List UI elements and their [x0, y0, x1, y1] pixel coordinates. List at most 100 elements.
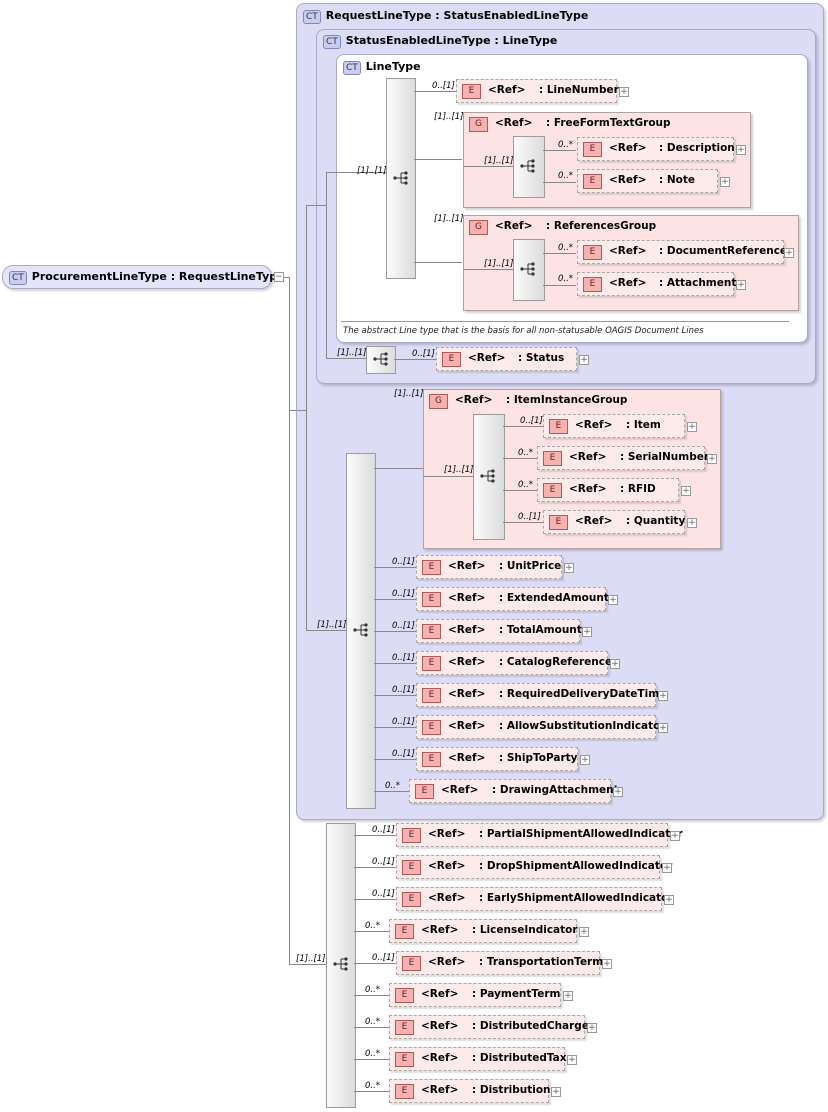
element-icon: E	[462, 84, 481, 99]
expand-icon[interactable]: +	[681, 486, 691, 496]
expand-icon[interactable]: +	[610, 659, 620, 669]
cardinality-label: 0..[1]	[392, 717, 415, 727]
element-name: : Quantity	[626, 515, 686, 527]
group-name: : ReferencesGroup	[546, 220, 657, 232]
element-line-number[interactable]: E <Ref> : LineNumber	[456, 79, 619, 103]
element-row[interactable]: E<Ref>: DistributedTax	[389, 1047, 567, 1071]
element-row[interactable]: E<Ref>: Distribution	[389, 1079, 551, 1103]
element-row[interactable]: E<Ref>: ExtendedAmount	[416, 587, 609, 611]
element-row[interactable]: E<Ref>: UnitPrice	[416, 555, 562, 579]
element-status[interactable]: E <Ref> : Status	[436, 347, 577, 371]
complex-type-icon: CT	[303, 10, 321, 24]
expand-icon[interactable]: +	[664, 895, 674, 905]
element-name: : Item	[626, 419, 661, 431]
expand-icon[interactable]: +	[579, 355, 589, 365]
expand-icon[interactable]: +	[579, 927, 589, 937]
element-row[interactable]: E<Ref>: ShipToParty	[416, 747, 578, 771]
element-row[interactable]: E<Ref>: CatalogReference	[416, 651, 612, 675]
expand-icon[interactable]: +	[613, 787, 623, 797]
element-item[interactable]: E <Ref> : Item	[543, 414, 685, 438]
element-row[interactable]: E<Ref>: TransportationTerm	[396, 951, 603, 975]
ref-label: <Ref>	[428, 892, 466, 904]
expand-icon[interactable]: +	[564, 563, 574, 573]
element-row[interactable]: E<Ref>: AllowSubstitutionIndicator	[416, 715, 666, 739]
element-document-reference[interactable]: E <Ref> : DocumentReference	[577, 240, 788, 264]
expand-icon[interactable]: +	[619, 87, 629, 97]
element-name: : TotalAmount	[499, 624, 582, 636]
complex-type-icon: CT	[343, 61, 361, 75]
element-icon: E	[415, 784, 434, 799]
ref-label: <Ref>	[428, 860, 466, 872]
collapse-icon[interactable]: −	[274, 272, 284, 282]
element-rfid[interactable]: E <Ref> : RFID	[537, 478, 679, 502]
element-icon: E	[395, 924, 414, 939]
expand-icon[interactable]: +	[587, 1023, 597, 1033]
expand-icon[interactable]: +	[687, 518, 697, 528]
ref-label: <Ref>	[421, 1052, 459, 1064]
complex-type-icon: CT	[9, 271, 27, 285]
element-note[interactable]: E <Ref> : Note	[577, 169, 718, 193]
expand-icon[interactable]: +	[720, 177, 730, 187]
expand-icon[interactable]: +	[658, 723, 668, 733]
ref-label: <Ref>	[428, 956, 466, 968]
ref-label: <Ref>	[428, 828, 466, 840]
expand-icon[interactable]: +	[602, 959, 612, 969]
element-icon: E	[422, 656, 441, 671]
element-row[interactable]: E<Ref>: DrawingAttachment	[409, 779, 619, 803]
element-quantity[interactable]: E <Ref> : Quantity	[543, 510, 685, 534]
expand-icon[interactable]: +	[736, 145, 746, 155]
element-row[interactable]: E<Ref>: DistributedCharge	[389, 1015, 589, 1039]
element-icon: E	[395, 1020, 414, 1035]
item-instance-sequence-compositor[interactable]	[473, 414, 505, 540]
element-name: : Description	[659, 142, 735, 154]
element-name: : DocumentReference	[659, 245, 788, 257]
element-row[interactable]: E<Ref>: DropShipmentAllowedIndicator	[396, 855, 672, 879]
ref-label: <Ref>	[495, 220, 533, 232]
element-row[interactable]: E<Ref>: TotalAmount	[416, 619, 582, 643]
cardinality-label: 0..*	[365, 985, 381, 995]
element-name: : LineNumber	[539, 84, 619, 96]
element-row[interactable]: E<Ref>: PaymentTerm	[389, 983, 561, 1007]
element-name: : SerialNumber	[620, 451, 710, 463]
references-sequence-compositor[interactable]	[513, 239, 545, 301]
element-row[interactable]: E<Ref>: EarlyShipmentAllowedIndicator	[396, 887, 674, 911]
ref-label: <Ref>	[468, 352, 506, 364]
ref-label: <Ref>	[448, 720, 486, 732]
element-icon: E	[422, 560, 441, 575]
element-row[interactable]: E<Ref>: RequiredDeliveryDateTime	[416, 683, 666, 707]
expand-icon[interactable]: +	[662, 863, 672, 873]
expand-icon[interactable]: +	[687, 422, 697, 432]
ref-label: <Ref>	[421, 988, 459, 1000]
cardinality-label: 0..[1]	[432, 81, 455, 91]
group-icon: G	[469, 220, 488, 235]
element-description[interactable]: E <Ref> : Description	[577, 137, 735, 161]
element-icon: E	[583, 142, 602, 157]
expand-icon[interactable]: +	[608, 595, 618, 605]
element-icon: E	[395, 1052, 414, 1067]
expand-icon[interactable]: +	[670, 831, 680, 841]
element-serial-number[interactable]: E <Ref> : SerialNumber	[537, 446, 709, 470]
sequence-icon	[353, 623, 368, 637]
element-attachment[interactable]: E <Ref> : Attachment	[577, 272, 736, 296]
expand-icon[interactable]: +	[563, 991, 573, 1001]
expand-icon[interactable]: +	[707, 454, 717, 464]
ref-label: <Ref>	[421, 924, 459, 936]
cardinality-label: 0..[1]	[392, 621, 415, 631]
element-name: : RFID	[620, 483, 656, 495]
expand-icon[interactable]: +	[784, 248, 794, 258]
free-form-sequence-compositor[interactable]	[513, 136, 545, 198]
element-name: : DropShipmentAllowedIndicator	[479, 860, 673, 872]
expand-icon[interactable]: +	[658, 691, 668, 701]
element-row[interactable]: E<Ref>: PartialShipmentAllowedIndicator	[396, 823, 683, 847]
element-row[interactable]: E<Ref>: LicenseIndicator	[389, 919, 578, 943]
cardinality-label: [1]..[1]	[434, 214, 464, 224]
ref-label: <Ref>	[488, 84, 526, 96]
element-name: : EarlyShipmentAllowedIndicator	[479, 892, 674, 904]
expand-icon[interactable]: +	[567, 1055, 577, 1065]
expand-icon[interactable]: +	[551, 1087, 561, 1097]
expand-icon[interactable]: +	[580, 755, 590, 765]
expand-icon[interactable]: +	[582, 627, 592, 637]
sequence-icon	[333, 957, 348, 971]
expand-icon[interactable]: +	[736, 280, 746, 290]
